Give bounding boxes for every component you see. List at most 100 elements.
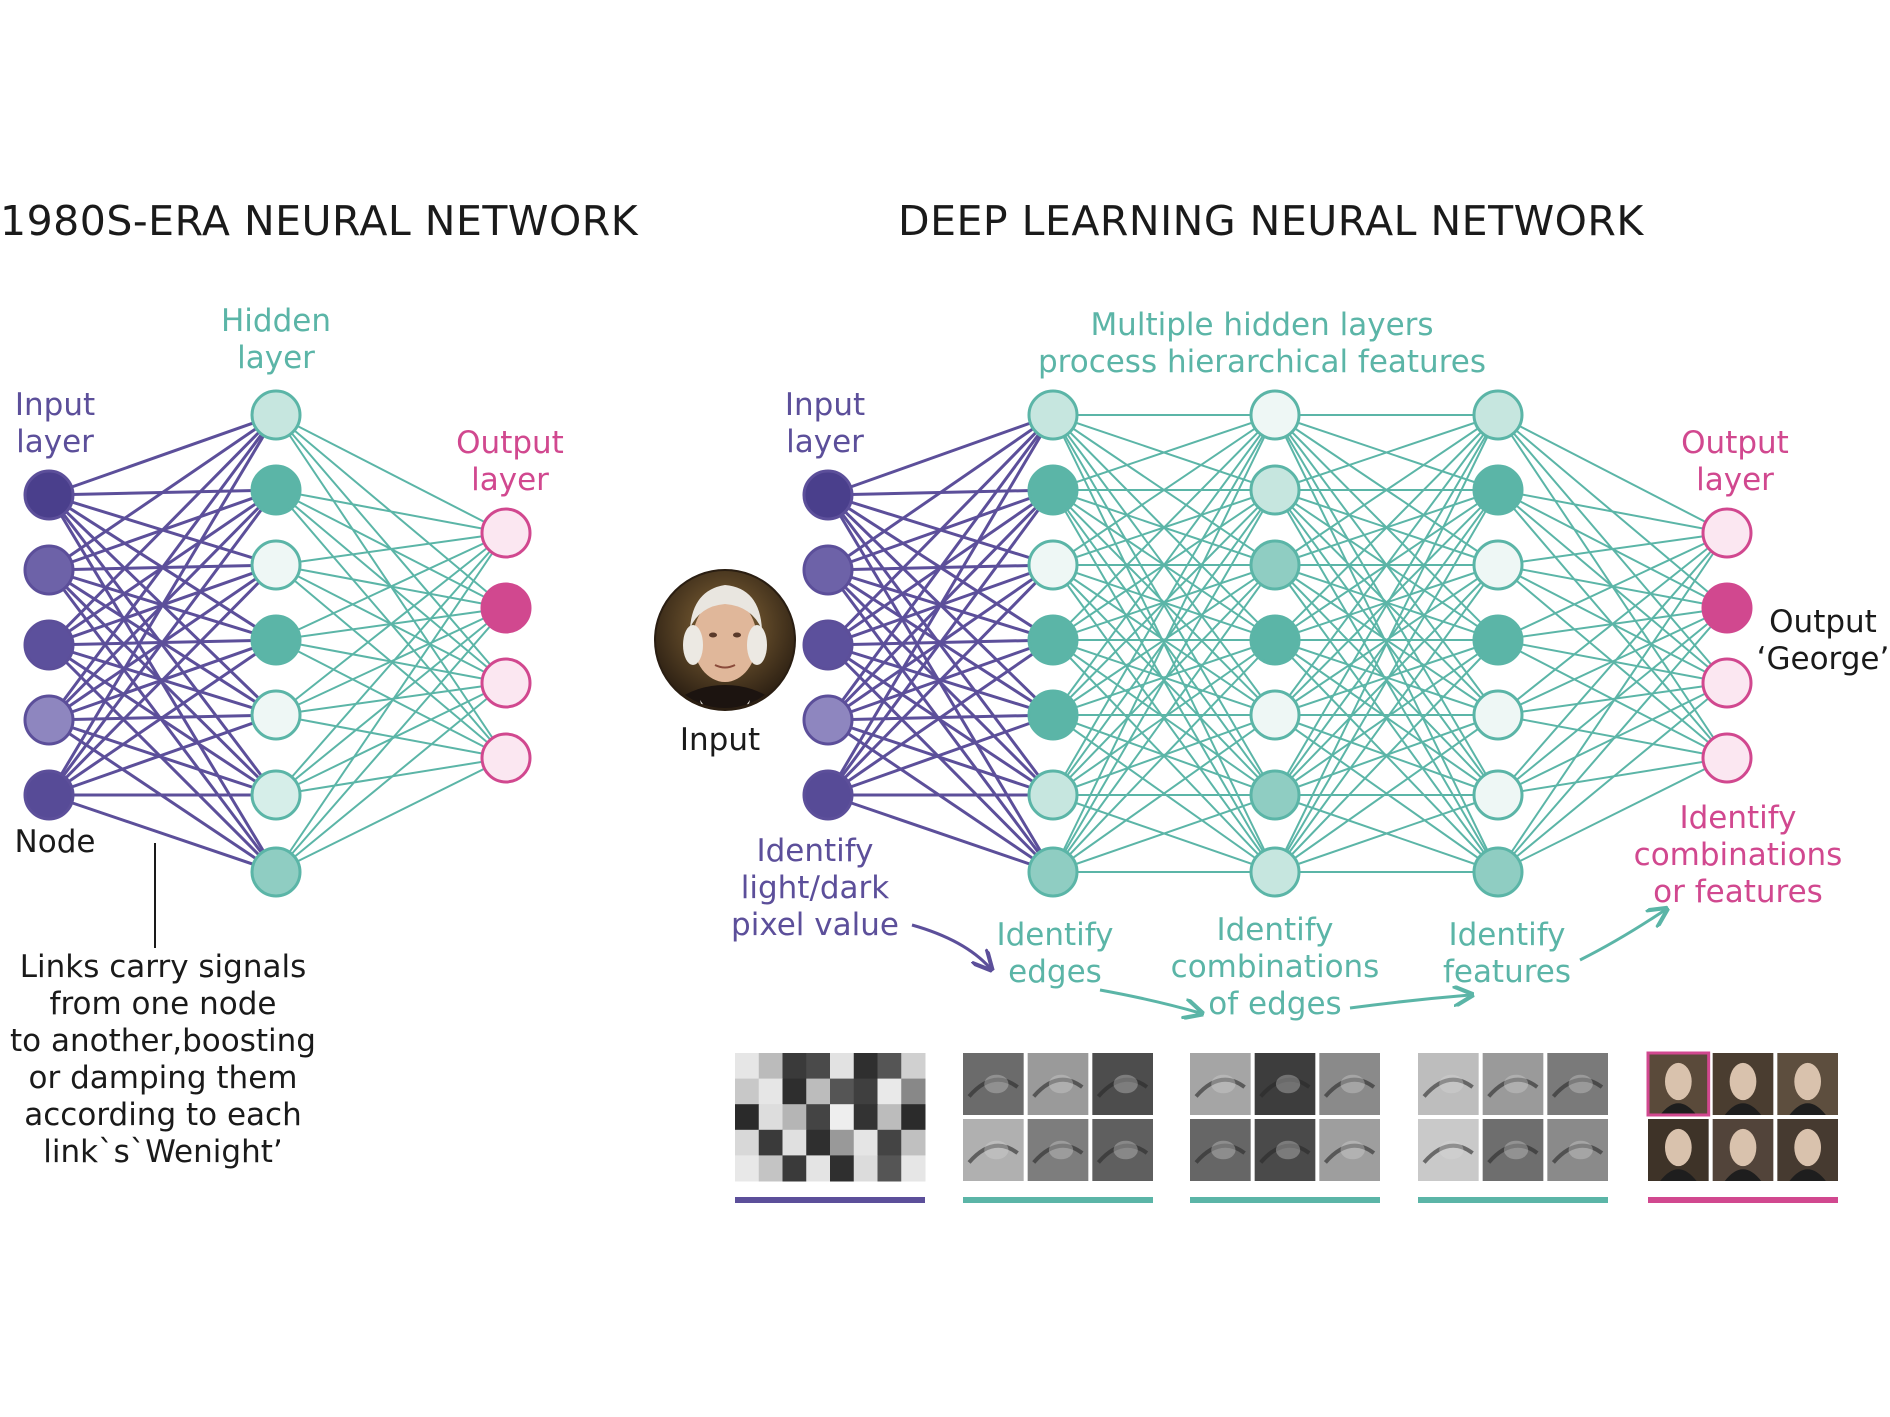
right-input-node [802,694,854,746]
arrow-edges-to-combos [1099,988,1200,1013]
right-output-node [1701,582,1753,634]
right-link-hidden-hidden [1052,414,1276,566]
left-hidden-label-1: Hidden [221,303,331,339]
left-input-label-1: Input [15,387,95,423]
left-link-hidden-output [275,532,507,873]
right-link-input-h1 [826,413,1055,647]
left-link-hidden-output [275,414,507,534]
right-hidden2-node [1249,689,1301,741]
right-link-hidden-hidden [1052,564,1276,873]
left-link-hidden-output [275,682,507,716]
right-link-h3-output [1497,532,1728,873]
right-title: DEEP LEARNING NEURAL NETWORK [898,197,1644,245]
right-link-input-h1 [826,414,1055,721]
right-link-input-h1 [827,413,1054,572]
right-link-hidden-hidden [1052,414,1276,491]
left-nodes [23,389,532,898]
stage-combos-label-2: combinations [1171,949,1380,985]
stage-features-label-1: Identify [1448,917,1565,953]
right-hidden3-node [1472,464,1524,516]
stage-edges-label-2: edges [1008,954,1102,990]
edge-combinations-thumbnail [1190,1053,1380,1203]
left-output-label-1: Output [456,425,564,461]
george-washington-portrait [654,569,796,711]
right-hidden2-node [1249,389,1301,441]
left-link-hidden-output [275,607,507,716]
right-hidden3-node [1472,846,1524,898]
thumbnail-underline [1190,1197,1380,1203]
right-link-hidden-hidden [1052,564,1276,716]
left-input-label-2: layer [16,424,94,460]
right-link-hidden-hidden [1274,714,1499,873]
right-link-hidden-hidden [1274,489,1499,716]
left-link-hidden-output [275,607,507,873]
right-link-hidden-hidden [1274,414,1499,641]
right-link-hidden-hidden [1274,414,1499,491]
arrow-features-to-combo-features [1579,910,1665,962]
right-link-input-h1 [826,563,1055,797]
thumbnail-underline [1648,1197,1838,1203]
right-link-input-h1 [826,414,1055,796]
stage-combo-features-label-2: combinations [1634,837,1843,873]
right-input-node [802,544,854,596]
right-link-input-h1 [827,713,1054,797]
links-caption-line-1: Links carry signals [20,949,307,985]
left-hidden-node [250,846,302,898]
right-link-hidden-hidden [1274,414,1499,716]
arrow-pixel-to-edges [911,923,990,968]
right-link-input-h1 [827,793,1054,874]
left-output-node [480,657,532,709]
stage-pixel-label-2: light/dark [741,870,890,906]
right-hidden2-node [1249,464,1301,516]
left-link-input-hidden [48,413,277,497]
right-hidden1-node [1027,769,1079,821]
stage-edges-label-1: Identify [996,917,1113,953]
right-link-input-h1 [826,489,1055,796]
right-link-h3-output [1497,682,1728,873]
left-input-node [23,469,75,521]
stage-features-label-2: features [1443,954,1571,990]
features-thumbnail [1418,1053,1608,1203]
left-link-input-hidden [47,413,278,647]
right-hidden3-node [1472,389,1524,441]
right-link-hidden-hidden [1052,794,1276,873]
right-link-hidden-hidden [1052,414,1276,641]
stage-combo-features-label-1: Identify [1679,800,1796,836]
right-link-h3-output [1497,532,1728,716]
right-link-hidden-hidden [1052,489,1276,716]
output-text-2: ‘George’ [1757,641,1890,677]
faces-thumbnail [1646,1051,1838,1203]
right-link-hidden-hidden [1274,564,1499,873]
stage-combo-features-label-3: or features [1653,874,1823,910]
right-link-h3-output [1497,414,1728,534]
left-link-input-hidden [48,638,277,797]
right-hidden1-node [1027,846,1079,898]
right-output-label-2: layer [1696,462,1774,498]
right-input-node [802,619,854,671]
left-input-node [23,619,75,671]
right-output-label-1: Output [1681,425,1789,461]
links-caption-line-4: or damping them [29,1060,298,1096]
right-input-label-1: Input [785,387,865,423]
left-hidden-node [250,769,302,821]
left-links [47,413,507,874]
links-caption-line-6: link`s`Wenight’ [43,1134,282,1170]
right-input-label-2: layer [786,424,864,460]
left-link-input-hidden [48,413,277,572]
right-link-hidden-hidden [1052,639,1276,716]
left-input-node [23,694,75,746]
right-link-hidden-hidden [1052,639,1276,873]
stage-combos-label-3: of edges [1208,986,1341,1022]
pixel-grid-thumbnail [735,1053,926,1203]
input-image-label: Input [680,722,760,758]
thumbnail-underline [735,1197,925,1203]
right-link-hidden-hidden [1052,714,1276,873]
left-output-node [480,582,532,634]
right-link-input-h1 [827,413,1054,497]
thumbnails [735,1051,1838,1203]
output-text-1: Output [1769,604,1877,640]
right-link-hidden-hidden [1274,794,1499,873]
left-link-input-hidden [47,563,278,797]
right-hidden2-node [1249,769,1301,821]
